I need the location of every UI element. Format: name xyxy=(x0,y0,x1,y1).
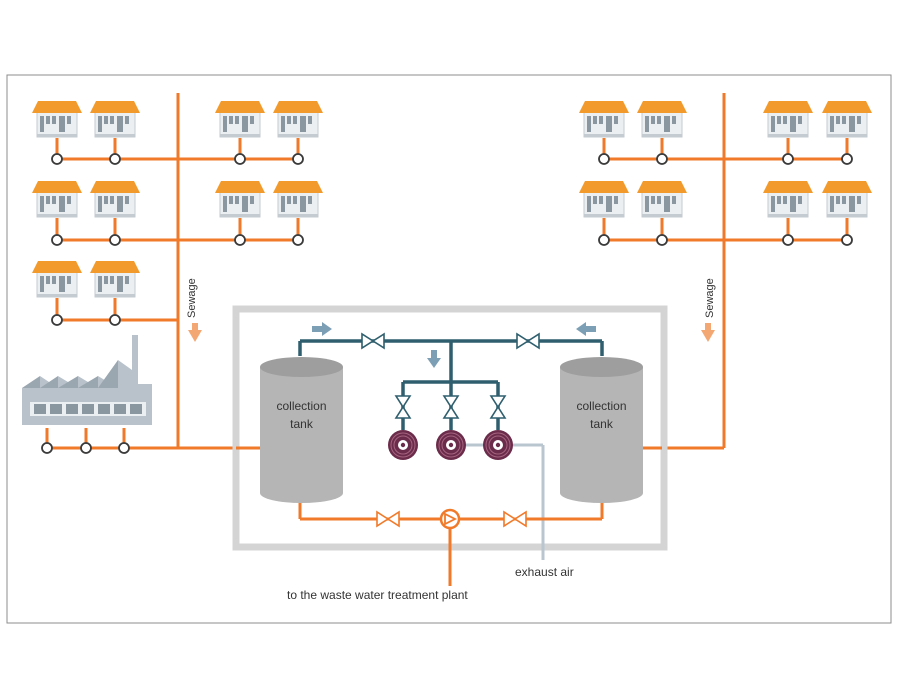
house-icon xyxy=(578,180,630,218)
tank-label-right-line1: collection xyxy=(576,399,626,413)
treatment-plant-label: to the waste water treatment plant xyxy=(287,588,468,602)
house-icon xyxy=(578,100,630,138)
house-icon xyxy=(89,180,141,218)
collection-tank-left: collection tank xyxy=(260,357,343,503)
house-icon xyxy=(272,180,324,218)
valve-icon xyxy=(490,395,506,419)
valve-icon xyxy=(361,333,385,349)
sewage-label-left: Sewage xyxy=(186,278,198,318)
house-icon xyxy=(821,100,873,138)
valve-icon xyxy=(516,333,540,349)
valve-icon xyxy=(443,395,459,419)
valve-icon xyxy=(376,511,400,527)
tank-label-right-line2: tank xyxy=(590,417,614,431)
house-icon xyxy=(762,100,814,138)
house-icon xyxy=(214,180,266,218)
exhaust-air-pipe xyxy=(463,443,545,560)
flow-arrow-icon xyxy=(188,323,202,342)
house-icon xyxy=(636,180,688,218)
factory-icon xyxy=(22,335,152,425)
valve-icon xyxy=(503,511,527,527)
house-icon xyxy=(89,260,141,298)
sewage-pump-icon xyxy=(439,508,461,530)
sewage-label-right: Sewage xyxy=(704,278,716,318)
tank-label-left-line1: collection xyxy=(276,399,326,413)
house-icon xyxy=(214,100,266,138)
vacuum-pump-icon xyxy=(387,429,419,461)
house-icon xyxy=(636,100,688,138)
flow-arrow-icon xyxy=(427,350,441,368)
house-icon xyxy=(89,100,141,138)
vacuum-pump-icon xyxy=(435,429,467,461)
house-icon xyxy=(31,260,83,298)
valve-icon xyxy=(395,395,411,419)
vacuum-pump-icon xyxy=(482,429,514,461)
house-icon xyxy=(31,180,83,218)
house-icon xyxy=(821,180,873,218)
house-icon xyxy=(272,100,324,138)
diagram-frame xyxy=(6,74,892,624)
tank-label-left-line2: tank xyxy=(290,417,314,431)
flow-arrow-icon xyxy=(576,322,596,336)
house-icon xyxy=(31,100,83,138)
exhaust-air-label: exhaust air xyxy=(515,565,574,579)
collection-tank-right: collection tank xyxy=(560,357,643,503)
flow-arrow-icon xyxy=(701,323,715,342)
house-icon xyxy=(762,180,814,218)
flow-arrow-icon xyxy=(312,322,332,336)
